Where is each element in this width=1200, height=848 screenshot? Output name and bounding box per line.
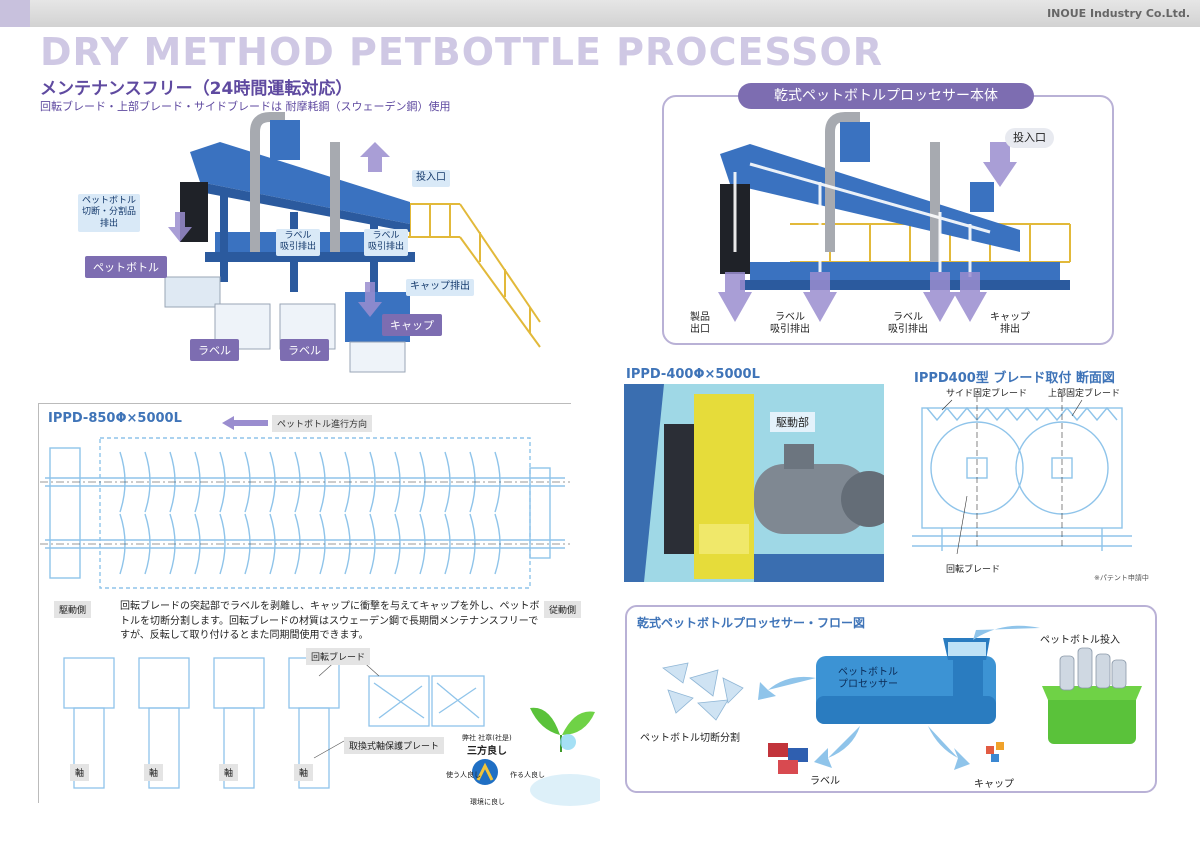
- flow-title: 乾式ペットボトルプロッセサー・フロー図: [637, 616, 866, 630]
- header-accent: [0, 0, 30, 27]
- blade-unit-shaft: [223, 707, 255, 789]
- section-title: IPPD400型 ブレード取付 断面図: [914, 371, 1115, 386]
- shaft-plate-label: 取換式軸保護プレート: [344, 737, 445, 754]
- direction-arrow-icon: [222, 416, 268, 430]
- tag-petbottle: ペットボトル: [85, 256, 167, 278]
- blade-unit-shaft: [298, 707, 330, 789]
- rotating-blade-shape: [444, 451, 451, 513]
- rotating-blade-shape: [219, 451, 226, 513]
- body-cap-line1: キャップ: [990, 312, 1030, 323]
- machine-body-image: [718, 112, 1071, 322]
- eco-right: 作る人良し: [510, 771, 545, 779]
- rotating-blade-label: 回転ブレード: [306, 648, 371, 665]
- body-cap-line2: 排出: [1000, 324, 1020, 335]
- shaft-label-4: 軸: [294, 764, 314, 781]
- rotating-blade-shape: [144, 513, 151, 575]
- callout-label-suction-b-line1: ラベル: [372, 231, 400, 241]
- callout-label-suction-a: ラベル 吸引排出: [276, 229, 321, 256]
- blade-unit-shaft: [148, 707, 180, 789]
- flow-label-label: ラベル: [810, 776, 840, 787]
- body-label-suction-1-line2: 吸引排出: [770, 324, 810, 335]
- ippd850-description: 回転ブレードの突起部でラベルを剥離し、キャップに衝撃を与えてキャップを外し、ペッ…: [120, 601, 540, 641]
- body-label-suction-2: ラベル 吸引排出: [888, 312, 928, 336]
- rotating-blade-shape: [369, 513, 376, 575]
- flow-input-label: ペットボトル投入: [1040, 635, 1120, 646]
- eco-bottom: 環境に良し: [470, 798, 505, 806]
- callout-label-suction-a-line2: 吸引排出: [280, 242, 317, 253]
- section-drawing: [912, 396, 1132, 555]
- flow-cap-label: キャップ: [974, 779, 1014, 790]
- blade-unit-shaft: [73, 707, 105, 789]
- ippd850-title: IPPD-850Φ×5000L: [48, 411, 182, 426]
- body-product-line2: 出口: [690, 324, 710, 335]
- drawing-frame: [38, 403, 571, 803]
- tag-cap: キャップ: [382, 314, 442, 336]
- page-title: DRY METHOD PETBOTTLE PROCESSOR: [40, 30, 884, 74]
- blade-unit-head: [63, 657, 115, 709]
- rotating-blade-shape: [144, 451, 151, 513]
- flow-processor-line1: ペットボトル: [838, 667, 898, 678]
- rotating-blade-shape: [219, 513, 226, 575]
- blade-unit-head: [138, 657, 190, 709]
- eco-company: 弊社 社章(社是): [462, 734, 512, 742]
- flow-processor-label: ペットボトル プロセッサー: [838, 667, 898, 691]
- callout-cap-out: キャップ排出: [406, 279, 474, 296]
- body-label-suction-2-line1: ラベル: [893, 312, 923, 323]
- direction-label: ペットボトル進行方向: [272, 415, 373, 432]
- callout-petbottle-out-line1: ペットボトル: [82, 196, 137, 206]
- shaft-label-1: 軸: [70, 764, 90, 781]
- tag-label-1: ラベル: [190, 339, 239, 361]
- callout-label-suction-b-line2: 吸引排出: [368, 242, 405, 253]
- shaft-label-3: 軸: [219, 764, 239, 781]
- tag-label-2: ラベル: [280, 339, 329, 361]
- patent-note: ※パテント申請中: [1094, 574, 1149, 582]
- header-bar: [0, 0, 1200, 27]
- rotating-blade-shape: [444, 513, 451, 575]
- blade-unit-head: [288, 657, 340, 709]
- flow-diagram: [662, 625, 1142, 774]
- ippd400-photo: [624, 384, 884, 582]
- side-blade-label: サイド固定ブレード: [946, 389, 1028, 399]
- body-cap-out: キャップ 排出: [990, 312, 1030, 336]
- callout-petbottle-out: ペットボトル 切断・分割品 排出: [78, 194, 141, 232]
- callout-label-suction-b: ラベル 吸引排出: [364, 229, 409, 256]
- body-label-suction-2-line2: 吸引排出: [888, 324, 928, 335]
- body-product-line1: 製品: [690, 312, 710, 323]
- eco-logo: [472, 707, 600, 806]
- shaft-drawing: [40, 437, 570, 589]
- ippd400-title: IPPD-400Φ×5000L: [626, 367, 760, 382]
- body-panel-title: 乾式ペットボトルプロッセサー本体: [738, 83, 1034, 109]
- shaft-label-2: 軸: [144, 764, 164, 781]
- top-blade-label: 上部固定ブレード: [1048, 389, 1121, 399]
- maintenance-title: メンテナンスフリー（24時間運転対応）: [40, 79, 353, 99]
- driven-side-label: 従動側: [544, 601, 582, 618]
- drive-side-label: 駆動側: [54, 601, 92, 618]
- flow-cut-label: ペットボトル切断分割: [640, 733, 740, 744]
- callout-petbottle-out-line2: 切断・分割品: [82, 207, 137, 218]
- callout-petbottle-out-line3: 排出: [100, 218, 119, 229]
- company-name: INOUE Industry Co.Ltd.: [1047, 7, 1190, 20]
- section-rotating-blade-label: 回転ブレード: [946, 565, 1001, 575]
- rotating-blade-shape: [369, 451, 376, 513]
- blade-unit-head: [213, 657, 265, 709]
- body-label-suction-1: ラベル 吸引排出: [770, 312, 810, 336]
- callout-label-suction-a-line1: ラベル: [284, 231, 312, 241]
- maintenance-subtitle: 回転ブレード・上部ブレード・サイドブレードは 耐摩耗鋼（スウェーデン鋼）使用: [40, 100, 451, 113]
- body-label-suction-1-line1: ラベル: [775, 312, 805, 323]
- flow-processor-line2: プロセッサー: [838, 679, 898, 690]
- eco-motto: 三方良し: [467, 746, 507, 757]
- callout-inlet: 投入口: [412, 170, 450, 187]
- eco-left: 使う人良し: [446, 771, 481, 779]
- drive-unit-label: 駆動部: [770, 412, 815, 432]
- body-product-outlet: 製品 出口: [690, 312, 710, 336]
- body-inlet-label: 投入口: [1005, 128, 1054, 148]
